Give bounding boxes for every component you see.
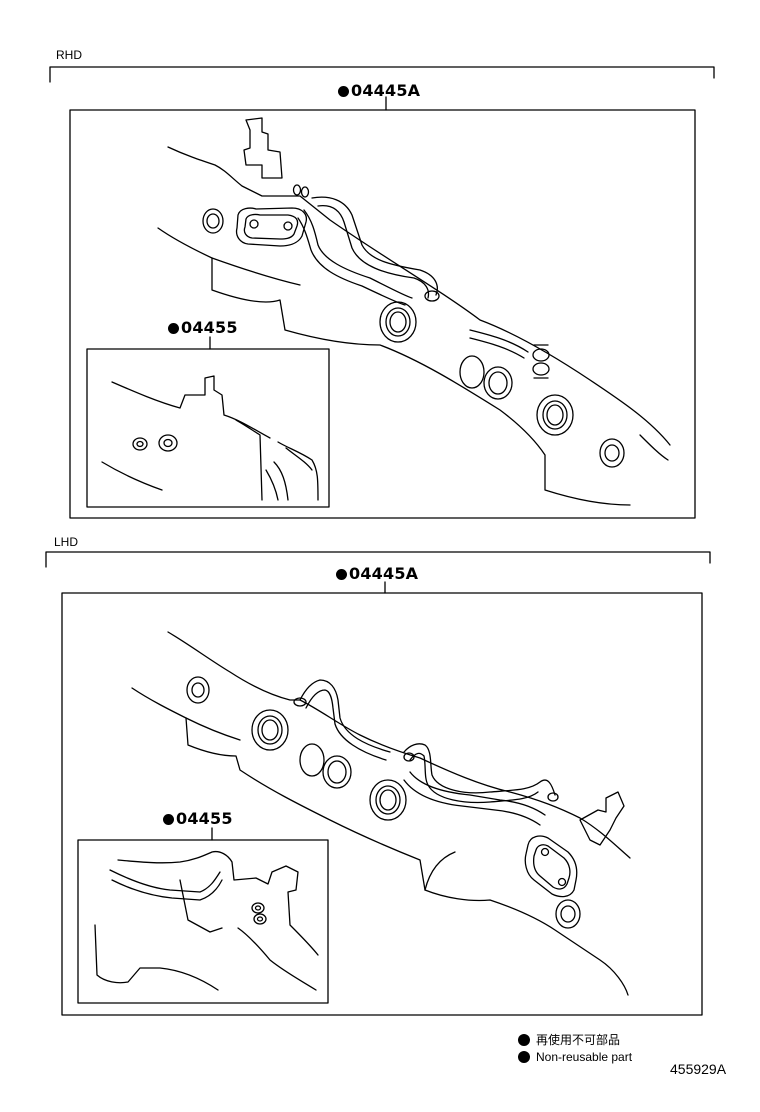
rhd-bracket xyxy=(49,66,715,83)
lhd-o-ring xyxy=(299,743,325,777)
rhd-housing-top xyxy=(167,146,671,446)
non-reusable-dot-icon xyxy=(518,1051,530,1063)
non-reusable-dot-icon xyxy=(336,569,347,580)
lhd-inset-part-number[interactable]: 04455 xyxy=(163,809,233,828)
rhd-inset-frame xyxy=(86,348,330,508)
lhd-end-clamp-left xyxy=(186,676,210,704)
lhd-oil-seal-1 xyxy=(251,709,289,751)
rhd-main-part-number[interactable]: 04445A xyxy=(338,81,420,100)
rhd-oil-seal-1 xyxy=(379,301,417,343)
lhd-tube-b xyxy=(403,743,556,796)
non-reusable-dot-icon xyxy=(338,86,349,97)
lhd-inset-bushing xyxy=(251,902,267,925)
lhd-inset-frame xyxy=(77,839,329,1004)
rhd-main-frame xyxy=(69,109,696,519)
lhd-oil-seal-2 xyxy=(322,755,352,789)
lhd-input-shaft xyxy=(579,791,625,846)
lhd-housing-top xyxy=(167,631,631,859)
lhd-oil-seal-3 xyxy=(369,779,407,821)
rhd-end-clamp-right xyxy=(599,438,625,468)
rhd-housing-bottom xyxy=(157,227,631,506)
rhd-tube-a xyxy=(311,196,438,296)
lhd-end-clamp-right xyxy=(555,899,581,929)
lhd-section-label: LHD xyxy=(54,535,79,549)
non-reusable-dot-icon xyxy=(518,1033,530,1046)
lhd-main-part-number[interactable]: 04445A xyxy=(336,564,418,583)
rhd-oil-seal-2 xyxy=(483,366,513,400)
rhd-end-clamp-left xyxy=(202,208,224,234)
rhd-section-label: RHD xyxy=(56,48,82,62)
legend-english: Non-reusable part xyxy=(518,1050,632,1064)
non-reusable-dot-icon xyxy=(168,323,179,334)
rhd-tube-right xyxy=(469,329,529,359)
lhd-tube-a xyxy=(299,679,391,753)
non-reusable-dot-icon xyxy=(163,814,174,825)
rhd-tube-b xyxy=(303,209,413,299)
rhd-inset-part-number[interactable]: 04455 xyxy=(168,318,238,337)
figure-number: 455929A xyxy=(670,1061,727,1077)
rhd-housing-ridge xyxy=(211,257,301,286)
rhd-o-ring xyxy=(459,355,485,389)
lhd-main-frame xyxy=(61,592,703,1016)
lhd-flange-gasket xyxy=(524,835,578,898)
lhd-bracket xyxy=(45,551,711,568)
rhd-oil-seal-3 xyxy=(536,394,574,436)
rhd-input-shaft xyxy=(243,117,283,179)
legend-japanese: 再使用不可部品 xyxy=(518,1031,620,1048)
rhd-inset-bushing xyxy=(132,434,178,452)
lhd-housing-bottom xyxy=(131,687,629,996)
rhd-flange-gasket xyxy=(235,207,308,247)
